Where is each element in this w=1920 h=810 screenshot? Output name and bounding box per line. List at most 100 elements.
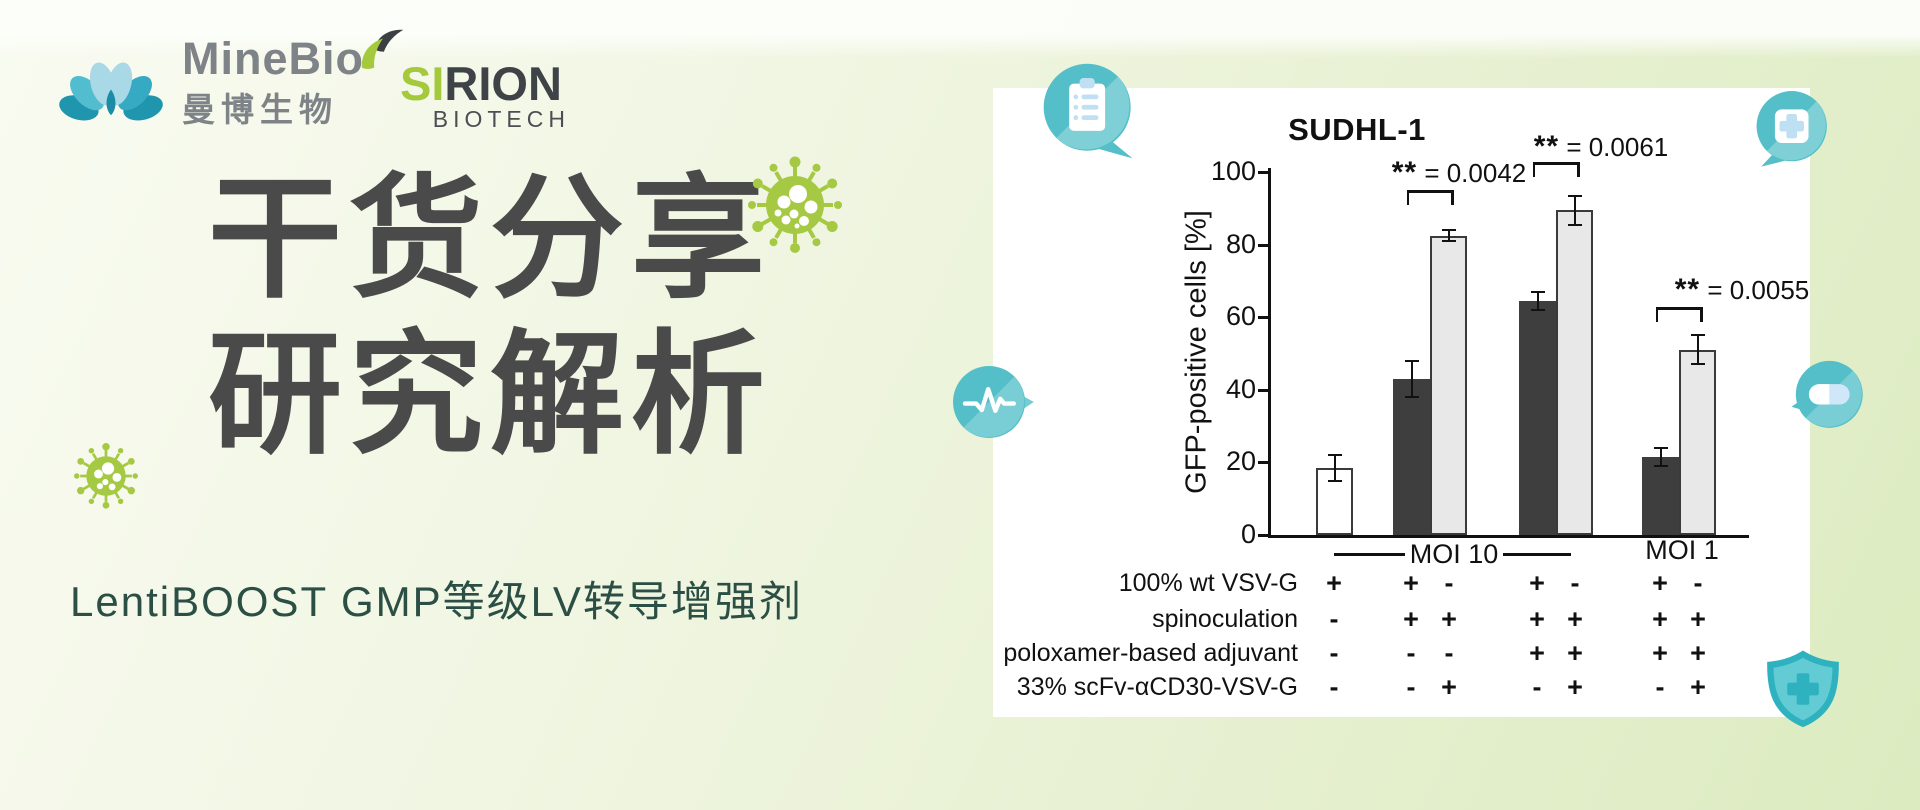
error-bar-cap xyxy=(1690,363,1705,366)
condition-label: spinoculation xyxy=(1152,605,1298,633)
minebio-logo: MineBio 曼博生物 xyxy=(56,36,364,131)
condition-sign: + xyxy=(1652,568,1668,598)
y-tick-label: 60 xyxy=(1225,301,1256,332)
moi-group-label: MOI 1 xyxy=(1645,535,1719,565)
sig-stars: ** xyxy=(1674,273,1701,306)
minebio-wordmark: MineBio xyxy=(182,33,364,84)
sig-pvalue: = 0.0042 xyxy=(1417,158,1527,188)
error-bar-cap xyxy=(1441,239,1456,242)
sirion-biotech-label: BIOTECH xyxy=(432,106,570,132)
y-tick xyxy=(1258,461,1268,465)
condition-sign: + xyxy=(1690,604,1706,634)
condition-sign: - xyxy=(1406,638,1416,668)
significance-label: ** = 0.0061 xyxy=(1491,130,1711,164)
y-tick-label: 80 xyxy=(1225,228,1256,259)
condition-sign: + xyxy=(1403,604,1419,634)
condition-sign: - xyxy=(1329,638,1339,668)
bar xyxy=(1642,456,1679,535)
condition-label: poloxamer-based adjuvant xyxy=(1003,639,1298,667)
virus-icon xyxy=(748,156,842,253)
y-tick-label: 40 xyxy=(1225,373,1256,404)
clipboard-icon xyxy=(1043,63,1133,159)
bar xyxy=(1679,349,1716,535)
sig-bracket-tick xyxy=(1655,307,1658,322)
pill-capsule-icon xyxy=(1791,360,1863,428)
sirion-logo: SIRION BIOTECH xyxy=(358,24,570,132)
condition-sign: + xyxy=(1690,672,1706,702)
sirion-wordmark: SIRION xyxy=(400,56,562,111)
error-bar-cap xyxy=(1327,454,1342,457)
sig-pvalue: = 0.0061 xyxy=(1559,132,1669,162)
significance-label: ** = 0.0055 xyxy=(1632,273,1852,307)
error-bar-cap xyxy=(1404,396,1419,399)
sig-stars: ** xyxy=(1391,156,1418,189)
chart-title: SUDHL-1 xyxy=(1288,112,1426,147)
condition-sign: - xyxy=(1406,672,1416,702)
subtitle: LentiBOOST GMP等级LV转导增强剂 xyxy=(70,578,803,625)
bar xyxy=(1519,300,1556,535)
error-bar-cap xyxy=(1690,334,1705,337)
sig-bracket xyxy=(1655,307,1703,310)
error-bar xyxy=(1410,360,1413,398)
sig-bracket-tick xyxy=(1700,307,1703,322)
bar xyxy=(1393,378,1430,535)
error-bar xyxy=(1333,455,1336,481)
minebio-lotus-icon xyxy=(59,62,163,120)
condition-sign: - xyxy=(1329,672,1339,702)
sig-bracket xyxy=(1532,162,1580,165)
minebio-chinese-name: 曼博生物 xyxy=(182,91,338,128)
condition-sign: + xyxy=(1567,604,1583,634)
condition-sign: + xyxy=(1652,638,1668,668)
y-axis xyxy=(1268,168,1271,538)
condition-sign: - xyxy=(1655,672,1665,702)
condition-sign: - xyxy=(1444,638,1454,668)
sirion-rion: RION xyxy=(444,57,562,110)
condition-sign: + xyxy=(1529,638,1545,668)
error-bar xyxy=(1573,195,1576,225)
error-bar-cap xyxy=(1441,229,1456,232)
y-tick xyxy=(1258,316,1268,320)
condition-sign: - xyxy=(1329,604,1339,634)
error-bar xyxy=(1659,447,1662,467)
condition-sign: - xyxy=(1693,568,1703,598)
y-tick xyxy=(1258,388,1268,392)
virus-icon-small xyxy=(74,443,138,509)
sig-bracket xyxy=(1406,190,1454,193)
sig-bracket-tick xyxy=(1577,162,1580,177)
error-bar xyxy=(1696,335,1699,365)
y-tick-label: 0 xyxy=(1240,519,1256,549)
medical-cross-icon xyxy=(1756,91,1827,167)
error-bar-cap xyxy=(1567,223,1582,226)
moi-group-line xyxy=(1503,553,1571,556)
headline-line1: 干货分享 xyxy=(207,165,772,314)
error-bar-cap xyxy=(1327,479,1342,482)
sirion-leaf-icon xyxy=(361,29,404,69)
headline: 干货分享 研究解析 xyxy=(150,162,830,474)
sig-bracket-tick xyxy=(1406,190,1409,205)
error-bar-cap xyxy=(1530,290,1545,293)
y-tick-label: 20 xyxy=(1225,446,1256,477)
condition-sign: + xyxy=(1690,638,1706,668)
sig-stars: ** xyxy=(1533,130,1560,163)
condition-sign: + xyxy=(1567,672,1583,702)
heartbeat-pulse-icon xyxy=(953,366,1034,438)
significance-label: ** = 0.0042 xyxy=(1349,156,1569,190)
error-bar xyxy=(1536,291,1539,310)
condition-sign: + xyxy=(1326,568,1342,598)
x-axis xyxy=(1268,535,1749,538)
condition-label: 33% scFv-αCD30-VSV-G xyxy=(1016,673,1298,701)
shield-cross-icon xyxy=(1767,650,1839,728)
condition-sign: + xyxy=(1652,604,1668,634)
error-bar-cap xyxy=(1653,465,1668,468)
y-tick xyxy=(1258,534,1268,537)
moi-group-line xyxy=(1334,553,1405,556)
condition-sign: - xyxy=(1444,568,1454,598)
top-highlight-band xyxy=(0,0,1920,58)
condition-sign: + xyxy=(1529,568,1545,598)
y-tick xyxy=(1258,243,1268,247)
error-bar-cap xyxy=(1567,194,1582,197)
error-bar-cap xyxy=(1653,446,1668,449)
sig-bracket-tick xyxy=(1451,190,1454,205)
moi-group-label: MOI 10 xyxy=(1409,539,1499,569)
